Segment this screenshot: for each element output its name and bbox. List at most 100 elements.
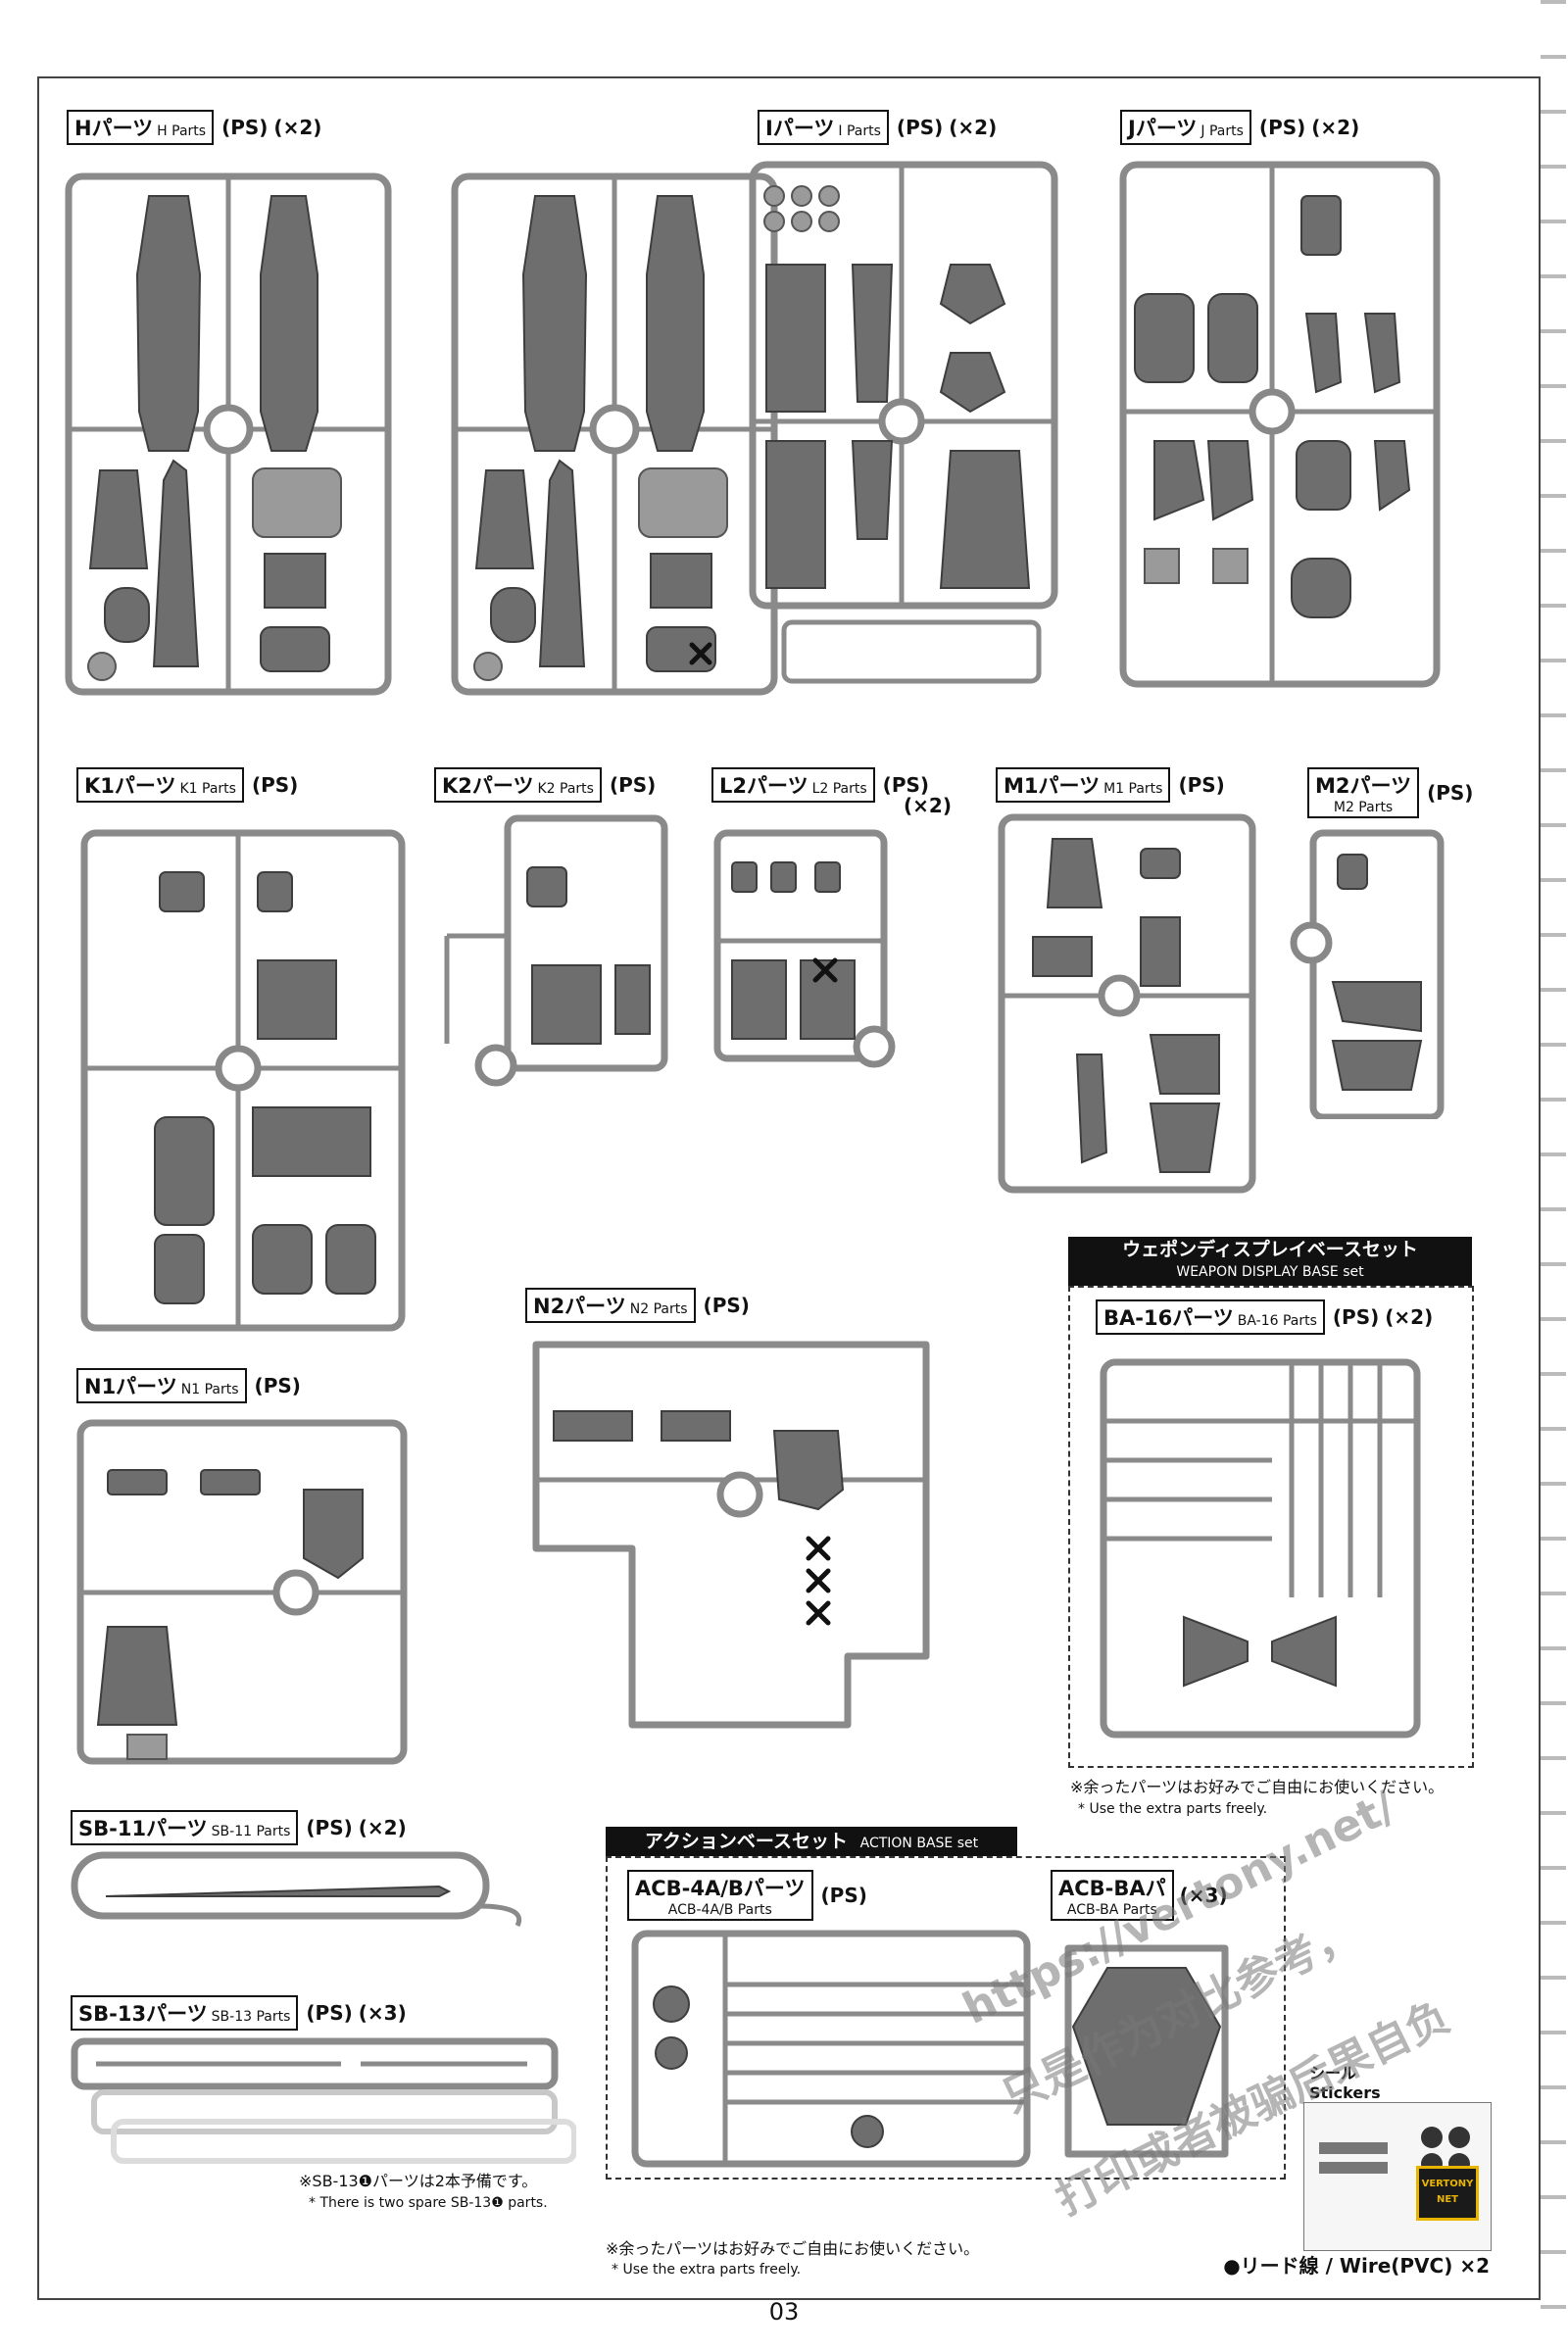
label-m1-jp: M1パーツ	[1004, 774, 1101, 798]
label-j-en: J Parts	[1200, 123, 1244, 139]
label-m1-en: M1 Parts	[1103, 781, 1163, 797]
label-acbba-mult: (×3)	[1179, 1884, 1228, 1907]
label-k1-en: K1 Parts	[179, 781, 236, 797]
sprue-j-diagram	[1119, 161, 1441, 688]
label-h-mult: (×2)	[273, 116, 322, 139]
sprue-h-diagram	[65, 172, 778, 696]
label-h-jp: Hパーツ	[74, 117, 154, 140]
label-n2-jp: N2パーツ	[533, 1295, 626, 1318]
sprue-h-copy-1	[65, 172, 392, 696]
label-i-mult: (×2)	[949, 116, 998, 139]
weapon-display-frame	[1068, 1286, 1474, 1768]
label-sb11-mult: (×2)	[358, 1816, 407, 1839]
wire-note: ●リード線 / Wire(PVC) ×2	[1223, 2254, 1490, 2278]
label-m1-ps: (PS)	[1178, 773, 1225, 797]
label-m2-ps: (PS)	[1427, 781, 1474, 805]
action-base-en: ACTION BASE set	[859, 1836, 979, 1851]
sprue-l2-diagram	[713, 829, 896, 1068]
label-n1-jp: N1パーツ	[84, 1375, 177, 1398]
label-acbba-jp: ACB-BAパ	[1058, 1877, 1166, 1900]
binder-edge	[1541, 0, 1566, 2352]
label-j-jp: Jパーツ	[1128, 117, 1198, 140]
label-i-jp: Iパーツ	[765, 117, 835, 140]
vertony-logo-text: VERTONY NET	[1421, 2179, 1474, 2205]
action-base-jp: アクションベースセット	[644, 1831, 848, 1852]
label-l2-mult: (×2)	[904, 794, 952, 817]
label-l2-jp: L2パーツ	[719, 774, 808, 798]
label-sb11-jp: SB-11パーツ	[78, 1817, 208, 1840]
weapon-display-banner: ウェポンディスプレイベースセット WEAPON DISPLAY BASE set	[1068, 1237, 1472, 1286]
label-n1-en: N1 Parts	[180, 1382, 239, 1397]
sprue-m2-diagram	[1290, 829, 1445, 1119]
label-k2-en: K2 Parts	[537, 781, 594, 797]
label-sb13-mult: (×3)	[358, 2001, 407, 2025]
label-n2-ps: (PS)	[703, 1294, 750, 1317]
label-ba16-en: BA-16 Parts	[1237, 1313, 1317, 1329]
label-m2-en: M2 Parts	[1333, 800, 1394, 815]
sprue-sb11-diagram	[71, 1851, 522, 1928]
label-acb4-ps: (PS)	[820, 1884, 867, 1907]
label-j-ps: (PS)	[1258, 116, 1306, 139]
vertony-logo: VERTONY NET	[1416, 2166, 1479, 2221]
sprue-n2-diagram	[532, 1341, 930, 1729]
stickers-label: シール Stickers	[1309, 2060, 1381, 2102]
label-sb13-ps: (PS)	[306, 2001, 353, 2025]
sprue-n1-diagram	[76, 1419, 408, 1765]
sprue-m1-diagram	[998, 813, 1256, 1194]
label-i-ps: (PS)	[896, 116, 944, 139]
page-number: 03	[768, 2298, 800, 2326]
action-base-banner: アクションベースセット ACTION BASE set	[606, 1827, 1017, 1856]
action-base-frame	[606, 1856, 1286, 2180]
sprue-i-diagram	[749, 161, 1058, 684]
label-k2-jp: K2パーツ	[442, 774, 534, 798]
label-h-ps: (PS)	[221, 116, 269, 139]
label-m2-jp: M2パーツ	[1315, 774, 1412, 798]
label-n1-ps: (PS)	[254, 1374, 301, 1397]
label-acb4-en: ACB-4A/B Parts	[667, 1902, 772, 1918]
label-h-en: H Parts	[157, 123, 207, 139]
spare-note-jp: ※SB-13❶パーツは2本予備です。	[299, 2172, 538, 2190]
label-m2: M2パーツ M2 Parts (PS)	[1307, 767, 1473, 818]
label-i-en: I Parts	[838, 123, 881, 139]
label-l2-en: L2 Parts	[811, 781, 867, 797]
label-acb4-jp: ACB-4A/Bパーツ	[635, 1877, 806, 1900]
weapon-display-en: WEAPON DISPLAY BASE set	[1176, 1264, 1364, 1280]
weapon-extra-note-en: * Use the extra parts freely.	[1078, 1801, 1268, 1817]
label-acb4: ACB-4A/Bパーツ ACB-4A/B Parts (PS)	[627, 1870, 867, 1921]
stickers-label-en: Stickers	[1309, 2083, 1381, 2102]
action-extra-note-jp: ※余ったパーツはお好みでご自由にお使いください。	[606, 2239, 980, 2258]
sprue-ba16-diagram	[1100, 1358, 1421, 1739]
sprue-k1-diagram	[80, 829, 406, 1332]
label-acbba-en: ACB-BA Parts	[1066, 1902, 1157, 1918]
label-l2-ps: (PS)	[882, 773, 930, 797]
label-acbba: ACB-BAパ ACB-BA Parts (×3)	[1051, 1870, 1228, 1921]
sprue-h-copy-2	[451, 172, 778, 696]
label-sb11-ps: (PS)	[306, 1816, 353, 1839]
label-sb13-jp: SB-13パーツ	[78, 2002, 208, 2026]
label-ba16-ps: (PS)	[1332, 1305, 1380, 1329]
action-extra-note-en: * Use the extra parts freely.	[612, 2262, 802, 2278]
sprue-sb13-diagram	[71, 2037, 576, 2164]
label-sb13-en: SB-13 Parts	[211, 2009, 291, 2025]
label-ba16-jp: BA-16パーツ	[1103, 1306, 1234, 1330]
weapon-extra-note-jp: ※余ったパーツはお好みでご自由にお使いください。	[1070, 1778, 1445, 1796]
sprue-acb4-diagram	[631, 1930, 1031, 2168]
label-n2-en: N2 Parts	[629, 1301, 688, 1317]
label-k1-ps: (PS)	[251, 773, 299, 797]
spare-note-en: * There is two spare SB-13❶ parts.	[309, 2195, 548, 2211]
label-l2-mult-row: (×2)	[898, 794, 952, 817]
sprue-k2-diagram	[444, 814, 668, 1087]
label-k1-jp: K1パーツ	[84, 774, 176, 798]
